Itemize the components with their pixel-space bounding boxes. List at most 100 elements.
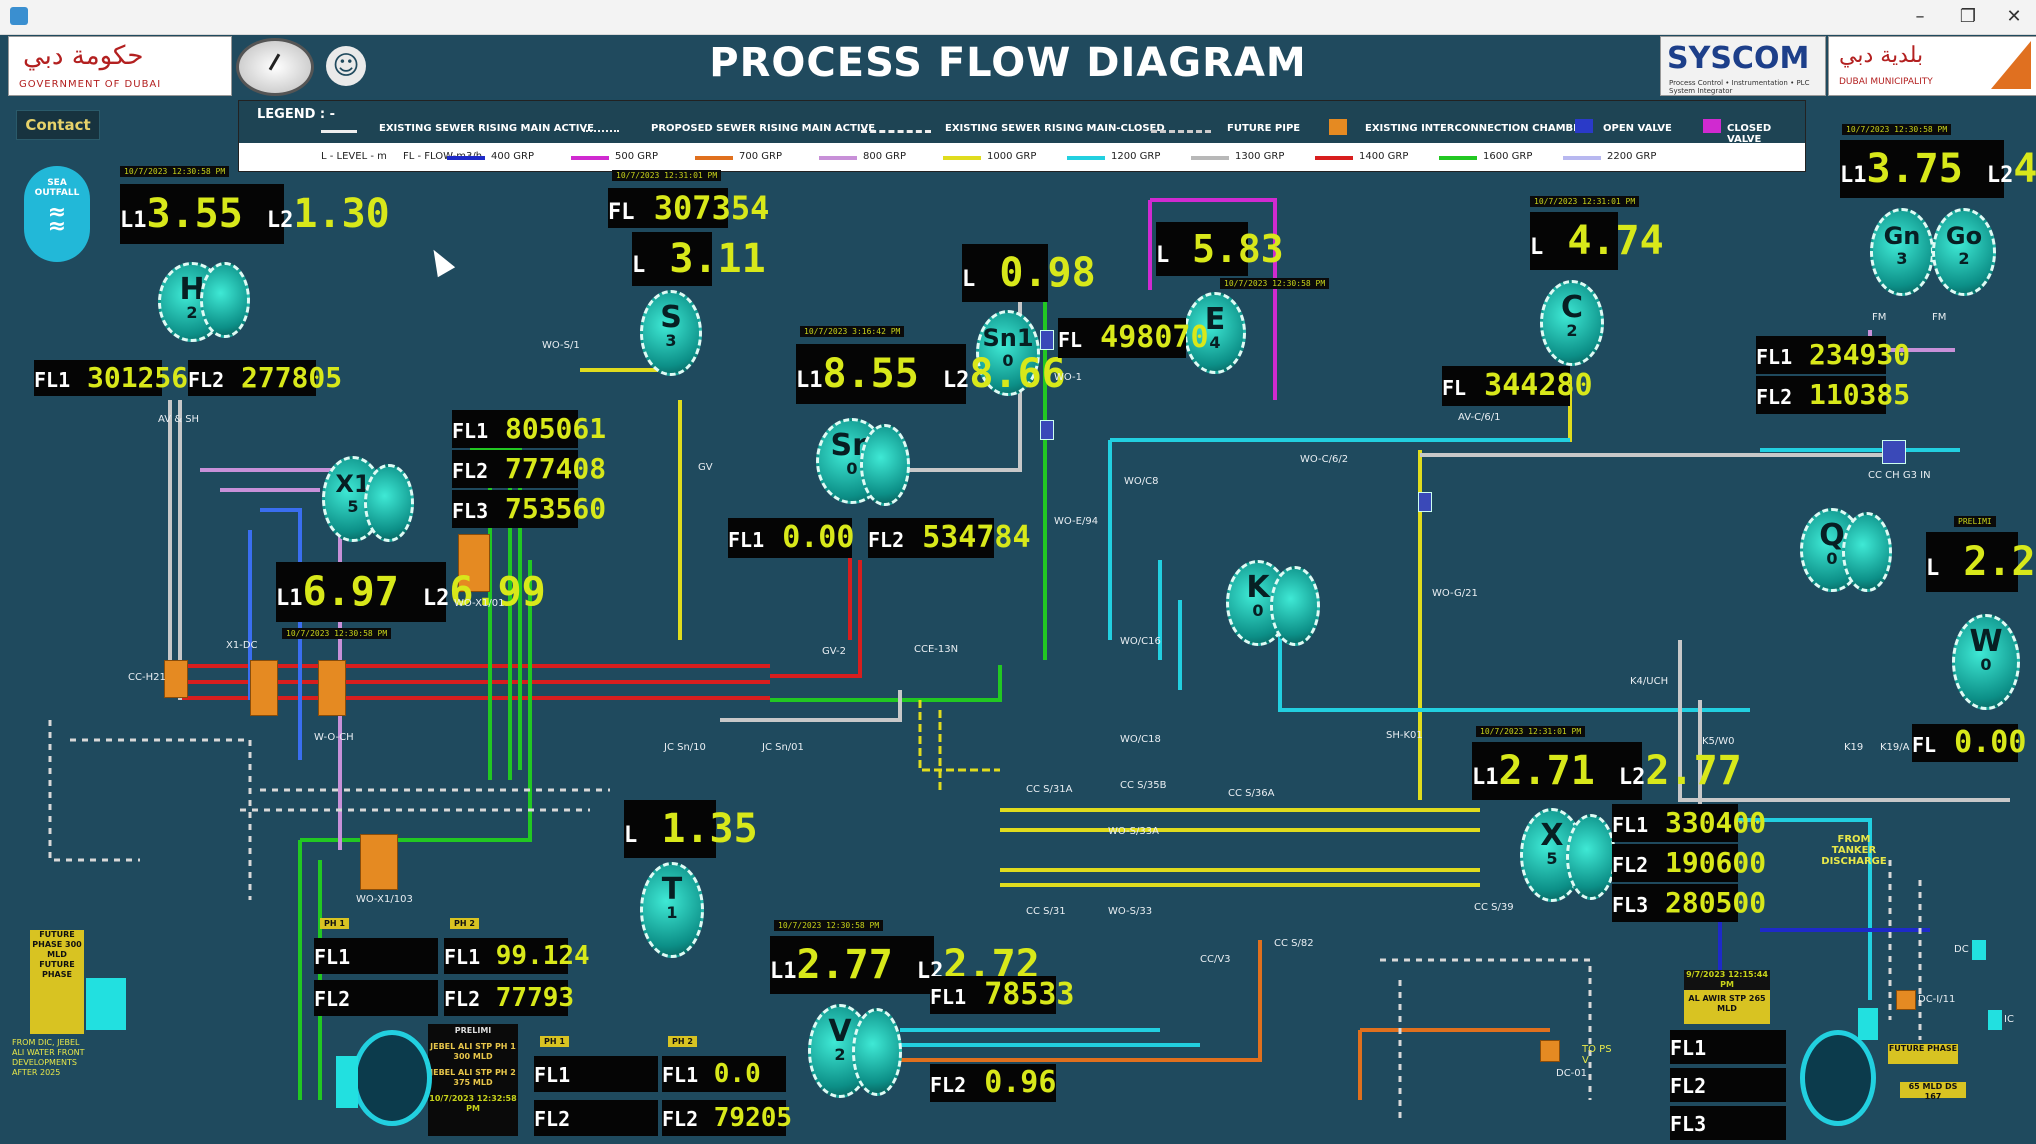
tag-gv: GV: [698, 462, 713, 473]
mld65-box: 65 MLD DS 167: [1900, 1082, 1966, 1101]
chamber-dc-i11[interactable]: [1896, 990, 1916, 1010]
tanker-tank: [1858, 1008, 1878, 1040]
display-sn-fl1: FL1 0.00: [728, 518, 854, 558]
open-valve-icon: [1575, 119, 1593, 133]
pipe-swatch-7: [1315, 156, 1353, 160]
pump-k-secondary[interactable]: [1270, 566, 1320, 646]
minimize-button[interactable]: –: [1915, 6, 1925, 27]
legend-item-closed-valve: CLOSED VALVE: [1727, 123, 1772, 145]
sea-outfall-icon[interactable]: SEA OUTFALL ≈≈: [24, 166, 90, 262]
al-awir-tank-icon[interactable]: [1800, 1030, 1876, 1126]
tag-wo-c16: WO/C16: [1120, 636, 1161, 647]
display-h-fl1: FL1 301256: [34, 360, 189, 396]
jebel-prelim-label: PRELIMI: [454, 1026, 492, 1035]
timestamp-s: 10/7/2023 12:31:01 PM: [612, 170, 722, 181]
chamber-cc-h21[interactable]: [164, 660, 188, 698]
ph1-label: PH 1: [320, 918, 349, 929]
display-x5-fl3: FL3 280500: [1612, 884, 1766, 922]
pipe-label-9: 2200 GRP: [1607, 151, 1657, 162]
display-jebel-ph1-fl2: FL2: [534, 1100, 658, 1136]
tag-fm-1: FM: [1872, 312, 1887, 323]
valve-wo-1[interactable]: [1040, 330, 1054, 350]
display-x1-fl2: FL2 777408: [452, 450, 606, 488]
tag-cc-h21: CC-H21: [128, 672, 166, 683]
chamber-x1dc[interactable]: [250, 660, 278, 716]
tag-wo-c62: WO-C/6/2: [1300, 454, 1349, 465]
future-pipe-tanker: [1888, 860, 1922, 1040]
pipe-label-4: 1000 GRP: [987, 151, 1037, 162]
display-x1-levels: L16.97 L26.99: [276, 562, 546, 622]
tag-k4: K4/UCH: [1630, 676, 1669, 687]
pump-sn-secondary[interactable]: [860, 424, 910, 506]
pipe-label-5: 1200 GRP: [1111, 151, 1161, 162]
tag-av-sh: AV & SH: [158, 414, 200, 425]
display-awir-fl3: FL3: [1670, 1106, 1786, 1140]
chamber-wo-x1-103[interactable]: [360, 834, 398, 890]
display-jebel-ph1-fl1: FL1: [534, 1056, 658, 1092]
valve-cc-ch[interactable]: [1882, 440, 1906, 464]
clock-icon[interactable]: [236, 38, 314, 96]
chamber-dc01[interactable]: [1540, 1040, 1560, 1062]
maximize-button[interactable]: ❐: [1959, 6, 1977, 27]
pump-v-secondary[interactable]: [852, 1008, 902, 1096]
chamber-wo-ch[interactable]: [318, 660, 346, 716]
legend-item-future: FUTURE PIPE: [1227, 123, 1301, 134]
contact-button[interactable]: Contact: [16, 110, 100, 140]
tag-wos33a: WO-S/33A: [1108, 826, 1159, 837]
tag-sh-k01: SH-K01: [1386, 730, 1423, 741]
jebel-ph2-label: PH 2: [668, 1036, 697, 1047]
tag-k19a: K19/A: [1880, 742, 1910, 753]
display-gn-fl1: FL1 234930: [1756, 336, 1910, 374]
al-awir-label: AL AWIR STP 265 MLD: [1688, 994, 1766, 1013]
pump-x5-secondary[interactable]: [1566, 814, 1616, 900]
from-dic-label: FROM DIC, JEBEL ALI WATER FRONT DEVELOPM…: [12, 1038, 85, 1077]
tag-to-psv: TO PS V: [1582, 1044, 1612, 1066]
tag-x1dc: X1-DC: [226, 640, 258, 651]
pipe-label-8: 1600 GRP: [1483, 151, 1533, 162]
display-x5-levels: L12.71 L22.77: [1472, 742, 1742, 800]
timestamp-jebel: 10/7/2023 12:32:58 PM: [429, 1094, 517, 1113]
legend-line-active: [321, 130, 357, 133]
pipe-label-7: 1400 GRP: [1359, 151, 1409, 162]
pipe-label-3: 800 GRP: [863, 151, 906, 162]
close-button[interactable]: ✕: [2006, 6, 2022, 27]
jebel-ali-stp-block[interactable]: PRELIMI JEBEL ALI STP PH 1 300 MLD JEBEL…: [428, 1024, 518, 1136]
valve-sn1-lower[interactable]: [1040, 420, 1054, 440]
display-h-fl2: FL2 277805: [188, 360, 343, 396]
pump-q-secondary[interactable]: [1842, 512, 1892, 592]
display-gn-levels: L13.75 L24.30: [1840, 140, 2036, 198]
pump-x1-secondary[interactable]: [364, 464, 414, 542]
legend-flow: FL - FLOW-m3/h: [403, 151, 483, 162]
tag-wo-1: WO-1: [1054, 372, 1083, 383]
timestamp-x5: 10/7/2023 12:31:01 PM: [1476, 726, 1586, 737]
red-main-sn: [770, 560, 862, 678]
tag-wo-c8: WO/C8: [1124, 476, 1159, 487]
display-gn-fl2: FL2 110385: [1756, 376, 1910, 414]
tag-k5: K5/W0: [1702, 736, 1735, 747]
display-ph1-fl1: FL1: [314, 938, 438, 974]
legend-line-proposed: [583, 130, 619, 132]
proposed-yellow-cce: [918, 700, 1000, 790]
display-ph1-fl2: FL2: [314, 980, 438, 1016]
tag-dc: DC: [1954, 944, 1969, 955]
jebel-ali-tank-icon[interactable]: [352, 1030, 432, 1126]
chamber-wo-x1[interactable]: [458, 534, 490, 592]
valve-wo-g21[interactable]: [1418, 492, 1432, 512]
pump-h-secondary[interactable]: [200, 262, 250, 338]
mouse-cursor-icon: [424, 244, 456, 278]
display-x5-fl1: FL1 330400: [1612, 804, 1766, 842]
tag-gv2: GV-2: [822, 646, 846, 657]
timestamp-gn: 10/7/2023 12:30:58 PM: [1842, 124, 1952, 135]
window-titlebar: – ❐ ✕: [0, 0, 2036, 35]
user-icon[interactable]: ☺: [326, 46, 366, 86]
display-e-level: L 5.83: [1156, 222, 1284, 276]
al-awir-stp-block[interactable]: 9/7/2023 12:15:44 PM AL AWIR STP 265 MLD: [1684, 970, 1770, 1024]
